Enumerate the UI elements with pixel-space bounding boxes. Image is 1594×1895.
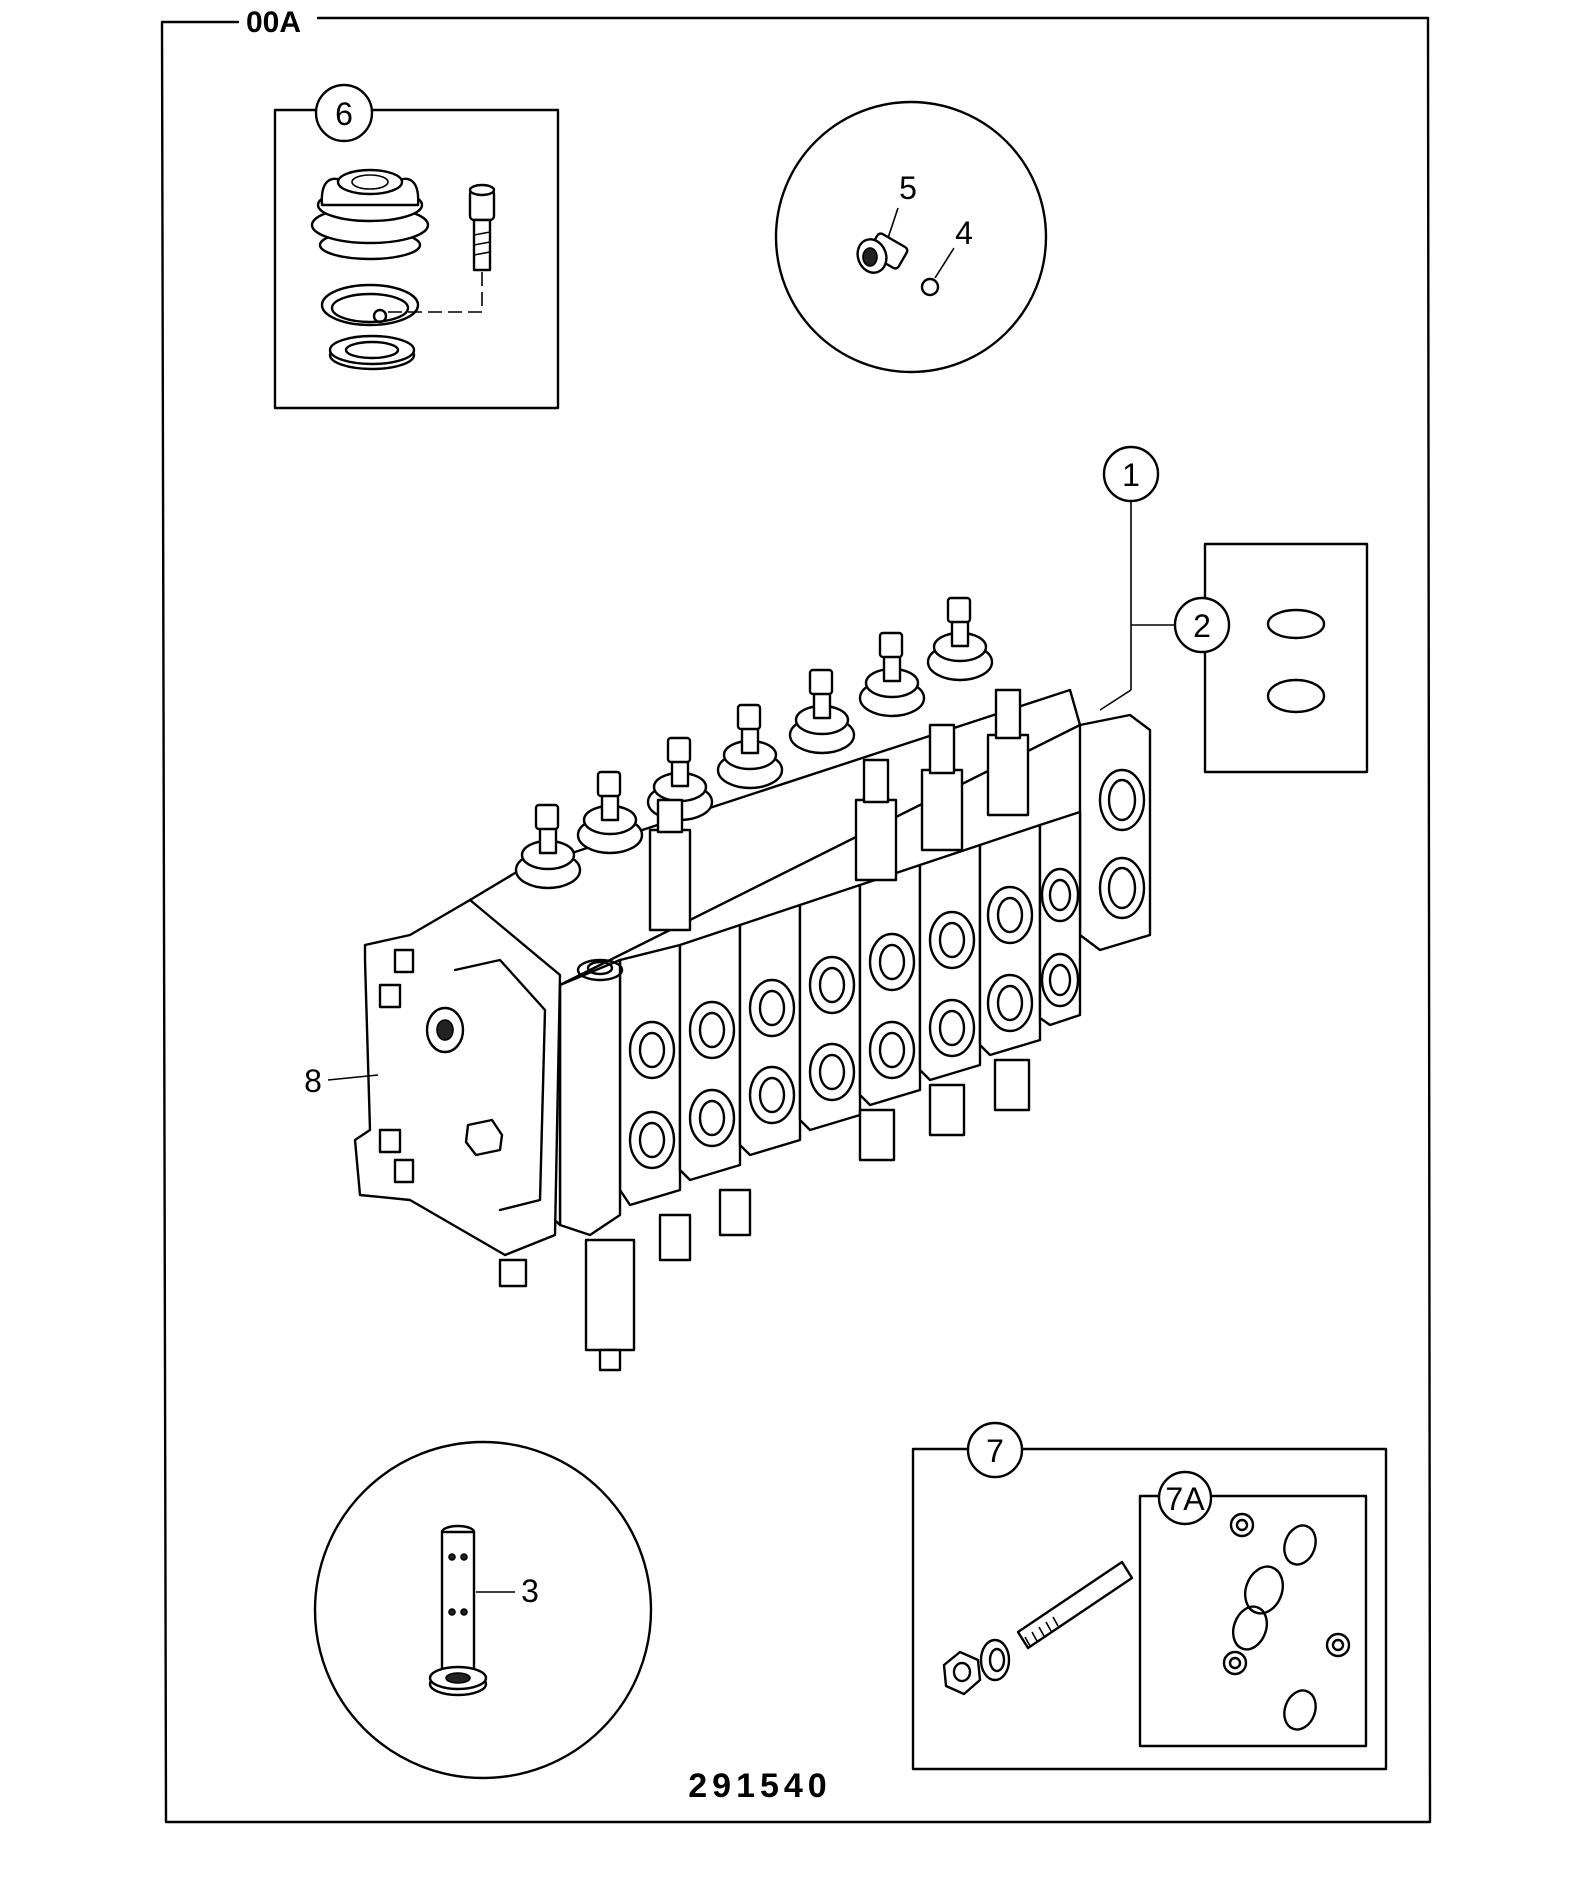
outer-frame: 00A (160, 6, 1432, 1824)
callout-5-label: 5 (899, 170, 917, 206)
callout-1-circle (1102, 445, 1160, 503)
spool-caps (514, 596, 994, 890)
callout-7-label: 7 (986, 1433, 1004, 1469)
spring-washer-part (979, 1638, 1011, 1682)
detail-6-box: 6 (273, 83, 560, 410)
callout-6-circle (314, 83, 374, 143)
callout-7a-label: 7A (1165, 1481, 1205, 1517)
hex-nut-part (942, 1650, 982, 1696)
valve-ports (628, 867, 1080, 1170)
dust-boot-part (310, 168, 430, 261)
detail-5-4-circle: 5 4 (774, 100, 1048, 374)
callout-8: 8 (304, 1063, 379, 1099)
seal-kit-box: 2 (1173, 542, 1369, 774)
callout-8-label: 8 (304, 1063, 322, 1099)
ball-part (920, 277, 940, 297)
plug-part (856, 232, 909, 274)
callout-7a-circle (1157, 1470, 1213, 1526)
callout-2-label: 2 (1193, 608, 1211, 644)
bottom-fittings (498, 1058, 1031, 1372)
detail-7-box: 7 7A (911, 1421, 1388, 1771)
frame-code: 00A (246, 6, 301, 39)
seal-washer-part (328, 334, 416, 371)
figure-number: 291540 (688, 1767, 831, 1805)
callout-7-circle (966, 1421, 1024, 1479)
detail-3-circle: 3 (313, 1440, 653, 1780)
cap-bolt-part (468, 183, 496, 272)
end-cover (353, 898, 562, 1257)
callout-6-label: 6 (335, 96, 353, 132)
check-valve-poppet-part (428, 1524, 488, 1697)
relief-valves (648, 688, 1030, 932)
callout-1: 1 (1099, 445, 1175, 711)
callout-3-label: 3 (521, 1573, 539, 1609)
seal-kit-7a-box: 7A (1138, 1470, 1368, 1748)
callout-4-label: 4 (955, 215, 973, 251)
retaining-ring-part (320, 283, 420, 327)
callout-1-label: 1 (1122, 457, 1140, 493)
control-valve-assembly (353, 596, 1152, 1372)
tie-rod-part (1016, 1560, 1134, 1650)
